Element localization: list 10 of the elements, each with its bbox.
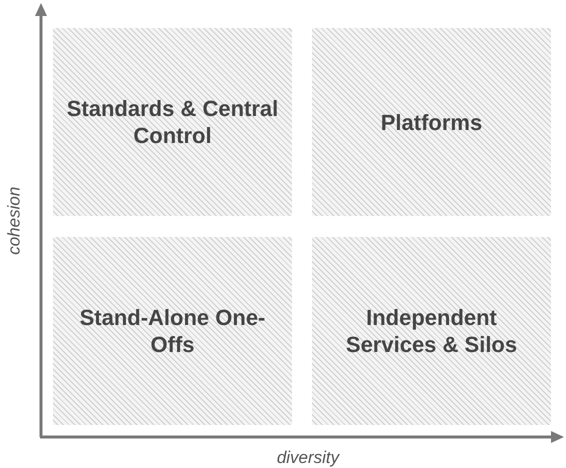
quadrant-box — [312, 28, 551, 216]
quadrant-label: Platforms — [380, 108, 484, 136]
quadrant-box — [53, 237, 292, 425]
axis-label: cohesion — [3, 186, 24, 257]
quadrant-box — [53, 28, 292, 216]
quadrant-label: Independent Services & Silos — [344, 304, 518, 358]
quadrant-box — [312, 237, 551, 425]
quadrant-label: Stand-Alone One-Offs — [78, 304, 266, 358]
quadrant-label: Standards & Central Control — [66, 95, 280, 149]
axis-label: diversity — [276, 447, 341, 468]
